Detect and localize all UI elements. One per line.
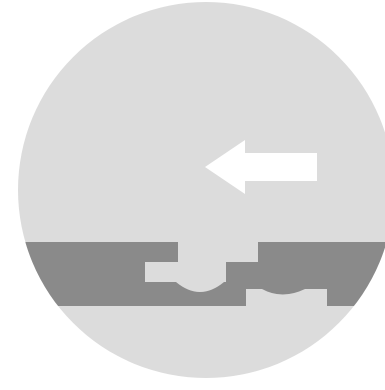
- background-disc: [18, 2, 385, 378]
